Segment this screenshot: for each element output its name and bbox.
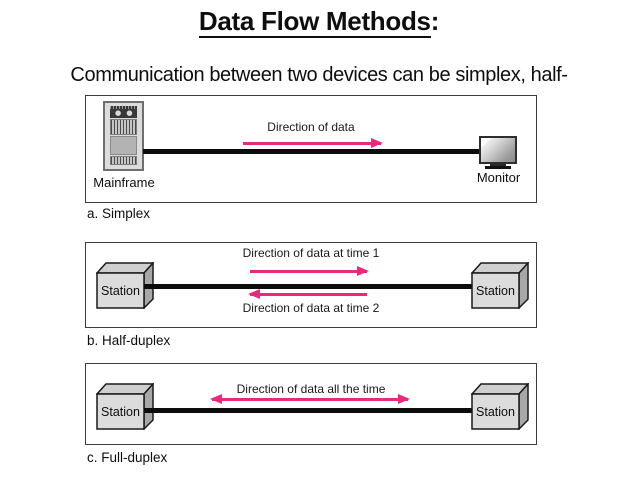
connection-line	[144, 408, 473, 413]
monitor-label: Monitor	[476, 170, 521, 185]
direction-time2-label: Direction of data at time 2	[242, 301, 380, 315]
station-left: Station	[95, 261, 155, 310]
data-flow-arrow-right	[243, 142, 381, 145]
mainframe-reels-icon	[110, 106, 137, 118]
full-duplex-caption: c. Full-duplex	[87, 450, 168, 465]
station-label: Station	[476, 404, 515, 419]
mainframe-panel-icon	[110, 136, 137, 155]
station-right: Station	[470, 261, 530, 310]
simplex-caption: a. Simplex	[87, 206, 151, 221]
data-flow-arrow-both	[212, 398, 408, 401]
connection-line	[144, 284, 473, 289]
data-flow-arrow-time1	[250, 270, 367, 273]
data-flow-arrow-time2	[250, 293, 367, 296]
station-right: Station	[470, 382, 530, 431]
station-cube-icon	[470, 382, 530, 431]
station-label: Station	[101, 283, 140, 298]
page-title-text: Data Flow Methods	[198, 6, 431, 38]
connection-line	[143, 149, 481, 154]
direction-all-time-label: Direction of data all the time	[236, 382, 386, 396]
half-duplex-caption: b. Half-duplex	[87, 333, 171, 348]
direction-of-data-label: Direction of data	[267, 120, 355, 134]
direction-time1-label: Direction of data at time 1	[242, 246, 380, 260]
monitor-icon	[479, 136, 517, 169]
station-label: Station	[476, 283, 515, 298]
mainframe-icon	[103, 101, 144, 171]
station-cube-icon	[470, 261, 530, 310]
station-left: Station	[95, 382, 155, 431]
subtitle-text: Communication between two devices can be…	[70, 64, 568, 86]
station-label: Station	[101, 404, 140, 419]
page-title-colon: :	[430, 6, 440, 36]
station-cube-icon	[95, 261, 155, 310]
half-duplex-panel: Station Direction of data at time 1 Dire…	[85, 242, 537, 328]
page-title: Data Flow Methods:	[0, 6, 638, 38]
full-duplex-panel: Station Direction of data all the time S…	[85, 363, 537, 445]
monitor-base-icon	[485, 166, 511, 169]
monitor-screen-icon	[479, 136, 517, 164]
monitor-stand-icon	[490, 164, 506, 166]
simplex-panel: Mainframe Direction of data Monitor	[85, 95, 537, 203]
station-cube-icon	[95, 382, 155, 431]
mainframe-vents-icon	[110, 119, 137, 135]
mainframe-label: Mainframe	[93, 175, 155, 190]
mainframe-vents2-icon	[110, 156, 137, 165]
